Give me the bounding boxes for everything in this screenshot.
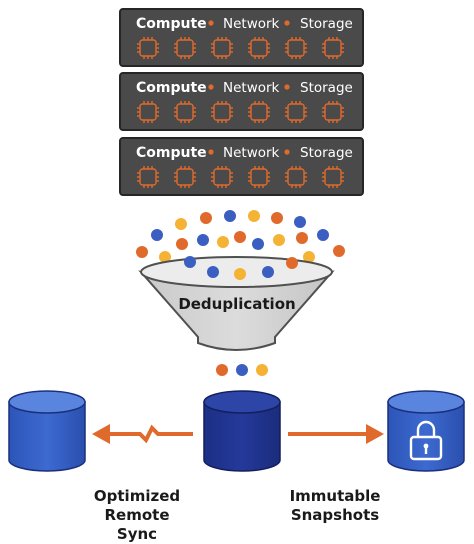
server-rack: Compute Network Storage Compute Network … bbox=[119, 8, 364, 196]
funnel-label: Deduplication bbox=[178, 295, 295, 313]
separator-dot bbox=[284, 149, 290, 155]
chip-icon bbox=[285, 37, 307, 59]
separator-dot bbox=[284, 84, 290, 90]
snapshot-storage-cylinder bbox=[387, 390, 465, 472]
chip-icon bbox=[322, 37, 344, 59]
separator-dot bbox=[208, 149, 214, 155]
chip-icon bbox=[137, 166, 159, 188]
data-block bbox=[248, 210, 260, 222]
data-blocks bbox=[136, 210, 345, 263]
arrow-right-icon bbox=[288, 424, 384, 444]
unique-block bbox=[216, 364, 228, 376]
data-block bbox=[136, 246, 148, 258]
data-block bbox=[184, 256, 196, 268]
dedup-diagram: Compute Network Storage Compute Network … bbox=[8, 8, 465, 472]
unique-blocks bbox=[216, 364, 268, 376]
chip-icon bbox=[211, 37, 233, 59]
storage-label: Storage bbox=[300, 80, 353, 96]
data-block bbox=[262, 266, 274, 278]
storage-label: Storage bbox=[300, 145, 353, 161]
data-block bbox=[176, 238, 188, 250]
unique-block bbox=[236, 364, 248, 376]
chip-icon bbox=[211, 101, 233, 123]
compute-label: Compute bbox=[136, 145, 207, 161]
data-block bbox=[317, 229, 329, 241]
data-block bbox=[303, 251, 315, 263]
caption-line: Snapshots bbox=[290, 506, 380, 524]
chip-icon bbox=[285, 166, 307, 188]
data-block bbox=[286, 257, 298, 269]
data-block bbox=[333, 245, 345, 257]
snapshots-caption: Immutable Snapshots bbox=[286, 487, 384, 525]
chip-icon bbox=[137, 101, 159, 123]
data-block bbox=[271, 212, 283, 224]
storage-label: Storage bbox=[300, 16, 353, 32]
data-block bbox=[175, 218, 187, 230]
server-unit: Compute Network Storage bbox=[119, 8, 364, 67]
data-block bbox=[224, 210, 236, 222]
unique-block bbox=[256, 364, 268, 376]
data-block bbox=[234, 268, 246, 280]
separator-dot bbox=[284, 20, 290, 26]
data-block bbox=[151, 229, 163, 241]
lightning-arrow-icon bbox=[92, 424, 193, 444]
compute-label: Compute bbox=[136, 80, 207, 96]
data-block bbox=[200, 212, 212, 224]
data-block bbox=[294, 216, 306, 228]
caption-line: Immutable bbox=[289, 487, 381, 505]
network-label: Network bbox=[223, 16, 280, 32]
chip-row bbox=[137, 37, 344, 59]
chip-icon bbox=[248, 166, 270, 188]
data-block bbox=[217, 236, 229, 248]
network-label: Network bbox=[223, 80, 280, 96]
chip-icon bbox=[322, 101, 344, 123]
data-block bbox=[273, 234, 285, 246]
data-block bbox=[296, 232, 308, 244]
chip-icon bbox=[285, 101, 307, 123]
data-block bbox=[159, 251, 171, 263]
data-block bbox=[252, 238, 264, 250]
chip-icon bbox=[174, 166, 196, 188]
network-label: Network bbox=[223, 145, 280, 161]
chip-row bbox=[137, 166, 344, 188]
chip-icon bbox=[137, 37, 159, 59]
dedup-funnel: Deduplication bbox=[138, 256, 335, 351]
separator-dot bbox=[208, 84, 214, 90]
dedup-storage-cylinder bbox=[203, 390, 281, 472]
chip-icon bbox=[248, 37, 270, 59]
server-unit: Compute Network Storage bbox=[119, 72, 364, 131]
caption-line: Remote Sync bbox=[104, 506, 170, 543]
server-unit: Compute Network Storage bbox=[119, 137, 364, 196]
separator-dot bbox=[208, 20, 214, 26]
remote-storage-cylinder bbox=[8, 390, 86, 472]
chip-icon bbox=[174, 101, 196, 123]
remote-sync-caption: Optimized Remote Sync bbox=[82, 487, 192, 544]
chip-icon bbox=[174, 37, 196, 59]
chip-row bbox=[137, 101, 344, 123]
lock-icon bbox=[409, 420, 443, 461]
data-block bbox=[197, 234, 209, 246]
chip-icon bbox=[248, 101, 270, 123]
chip-icon bbox=[322, 166, 344, 188]
compute-label: Compute bbox=[136, 16, 207, 32]
data-block bbox=[207, 266, 219, 278]
chip-icon bbox=[211, 166, 233, 188]
data-block bbox=[234, 231, 246, 243]
caption-line: Optimized bbox=[93, 487, 181, 505]
